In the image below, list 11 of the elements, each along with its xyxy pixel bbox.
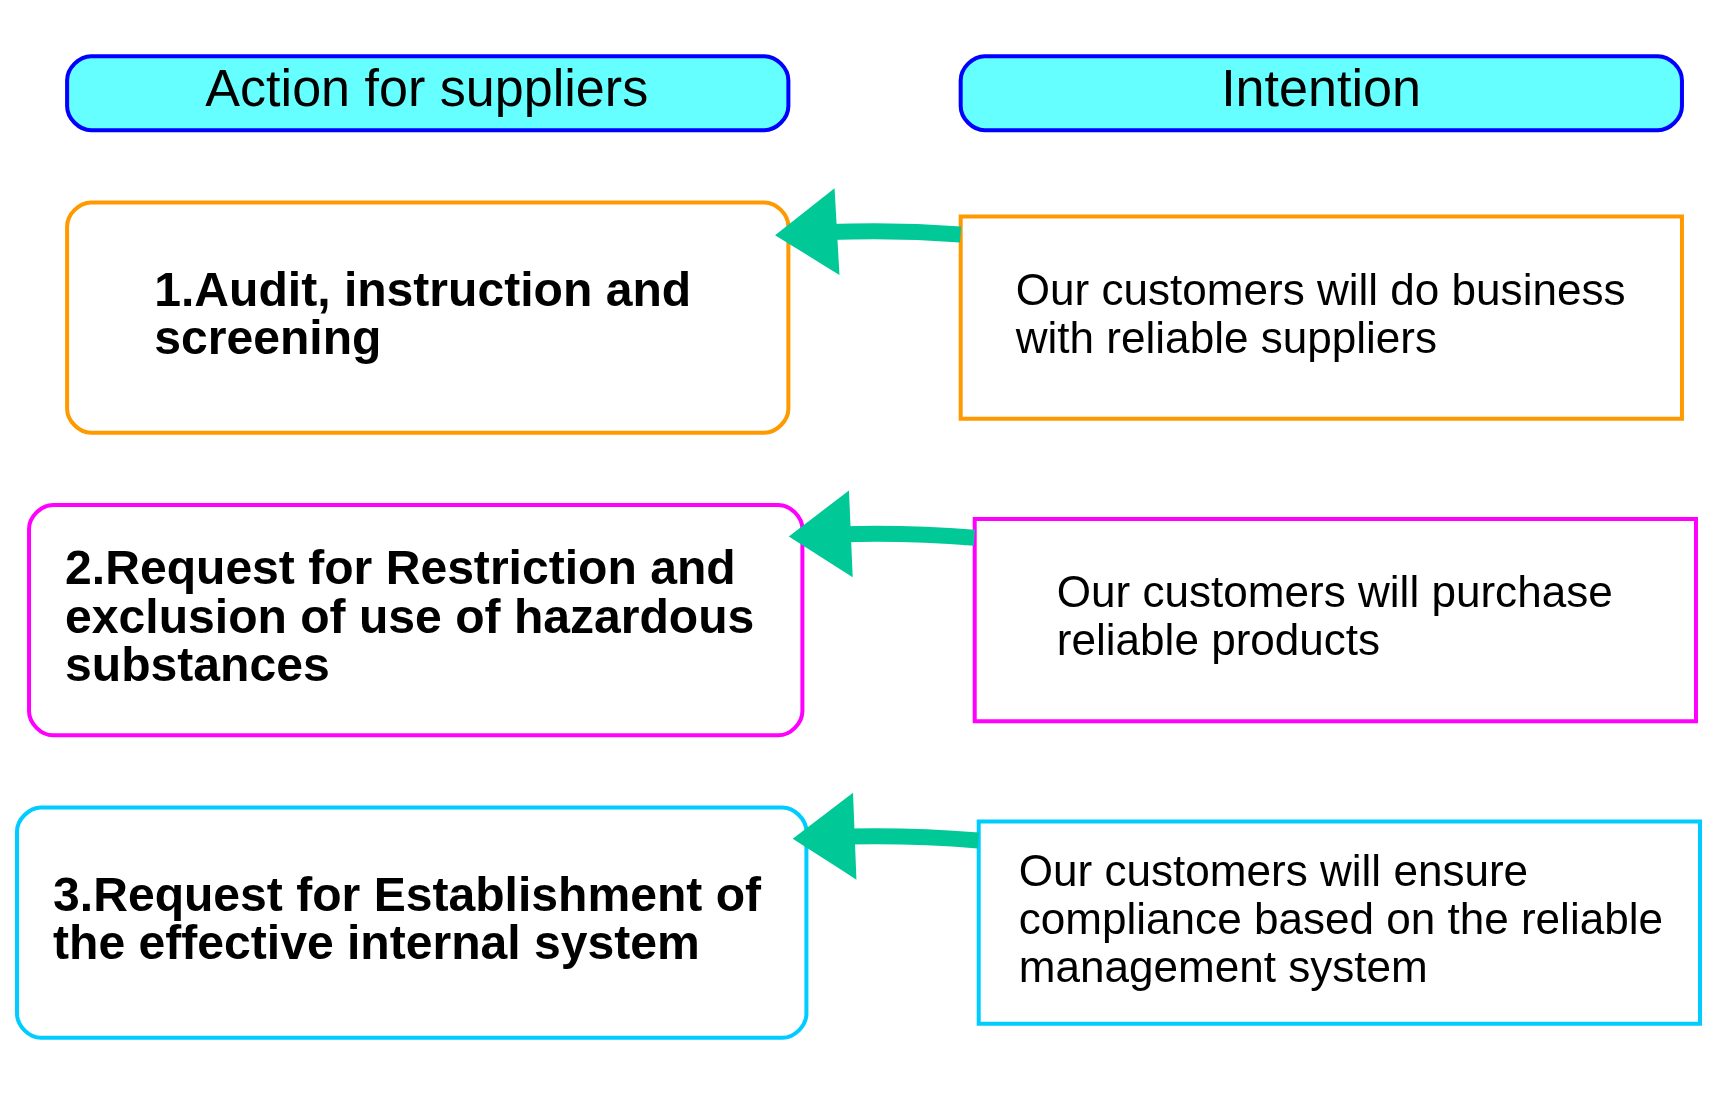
node-box: Intention bbox=[958, 53, 1684, 132]
node-box: 2.Request for Restriction and exclusion of use of hazardous substances bbox=[26, 502, 804, 737]
arrow bbox=[774, 187, 961, 275]
arrow bbox=[792, 792, 979, 880]
node-box: Our customers will purchase reliable products bbox=[972, 516, 1698, 723]
node-box: Our customers will ensure compliance based on the reliable management system bbox=[976, 818, 1702, 1026]
node-box: Our customers will do business with reliable suppliers bbox=[958, 213, 1684, 421]
node-box: Action for suppliers bbox=[64, 53, 790, 132]
node-box: 3.Request for Establishment of the effective internal system bbox=[14, 804, 808, 1040]
node-box: 1.Audit, instruction and screening bbox=[64, 199, 790, 435]
arrow bbox=[788, 489, 975, 577]
